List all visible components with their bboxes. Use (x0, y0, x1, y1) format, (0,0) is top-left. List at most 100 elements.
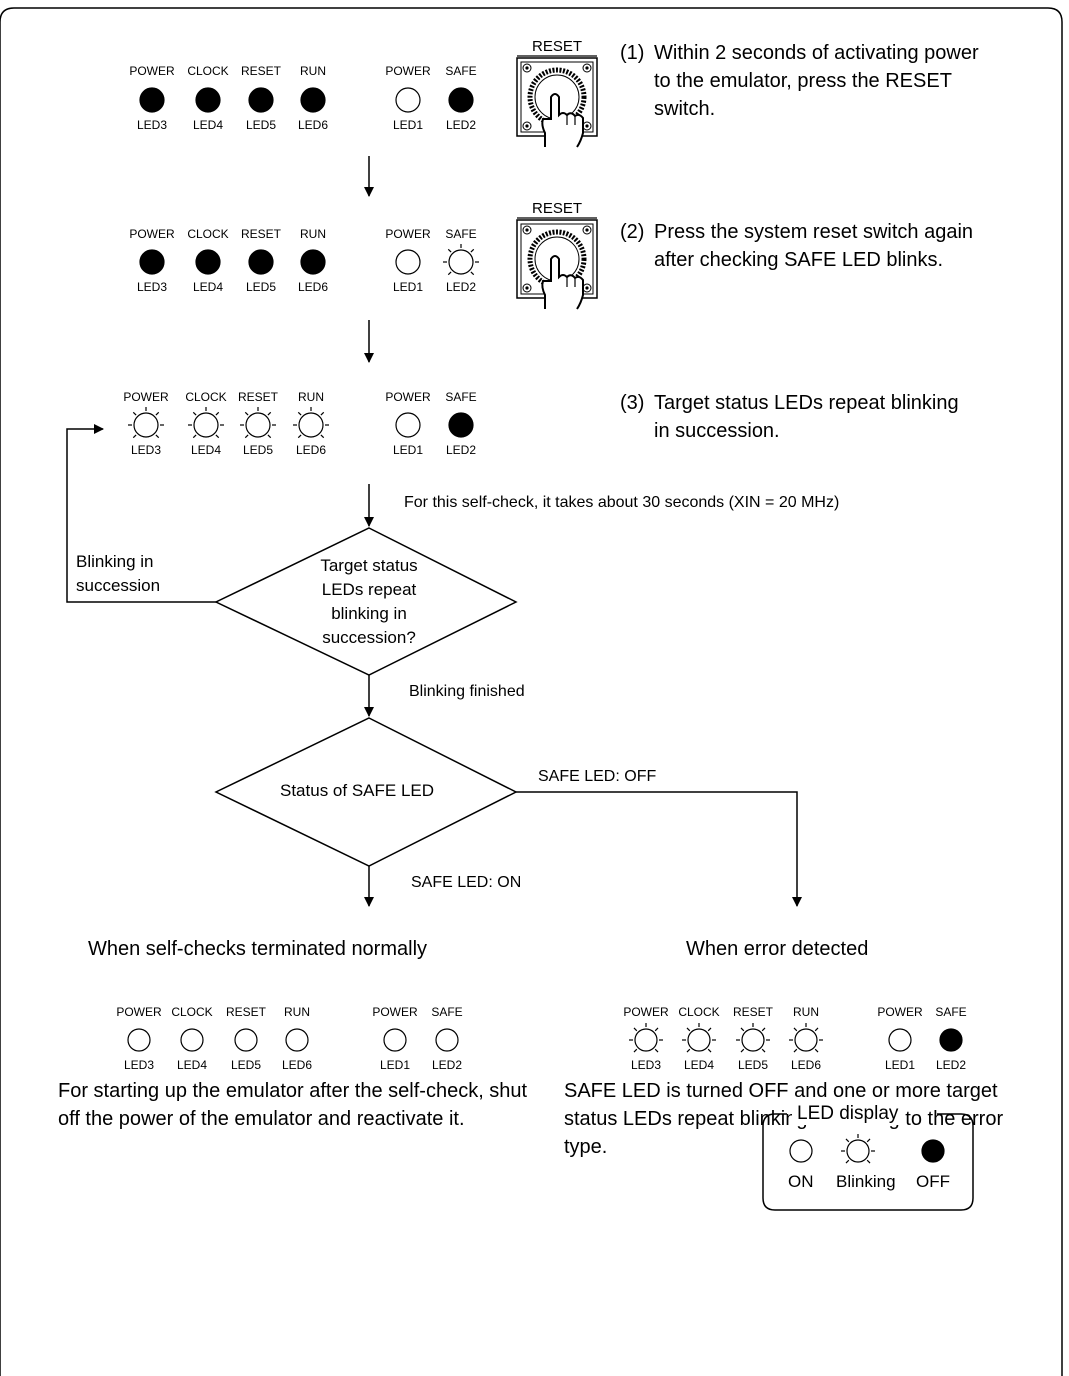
led-on-icon (395, 412, 421, 438)
decision-1-text: Target status LEDs repeat blinking in su… (320, 556, 418, 647)
led-id-label: LED1 (393, 280, 423, 294)
led-id-label: LED5 (243, 443, 273, 457)
led-row-error: POWERLED3CLOCKLED4RESETLED5RUNLED6POWERL… (623, 1005, 966, 1072)
led-on-icon (888, 1028, 912, 1052)
led-on-icon (180, 1028, 204, 1052)
led-name-label: RUN (793, 1005, 819, 1019)
led-off-icon (300, 249, 326, 275)
led-id-label: LED6 (298, 280, 328, 294)
led-blinking-icon (629, 1023, 663, 1053)
led-off-icon (448, 412, 474, 438)
safe-led-on-label: SAFE LED: ON (411, 874, 522, 891)
reset-switch-label: RESET (532, 200, 582, 217)
legend-title: LED display (792, 1103, 904, 1125)
led-on-icon (285, 1028, 309, 1052)
led-row-normal: POWERLED3CLOCKLED4RESETLED5RUNLED6POWERL… (116, 1005, 462, 1072)
led-id-label: LED3 (131, 443, 161, 457)
led-row-step2: POWER LED3 CLOCK LED4 RESET LED5 RUN LED6 POWER L… (129, 227, 479, 294)
led-name-label: SAFE (445, 227, 476, 241)
error-outcome-title: When error detected (686, 938, 869, 960)
led-id-label: LED5 (738, 1058, 768, 1072)
legend-label-on: ON (788, 1172, 814, 1191)
legend-label-blinking: Blinking (836, 1172, 896, 1191)
led-row-step3: POWERLED3CLOCKLED4RESETLED5RUNLED6POWERL… (123, 390, 476, 457)
led-off-icon (248, 249, 274, 275)
blinking-finished-label: Blinking finished (409, 683, 525, 700)
led-off-icon (248, 87, 274, 113)
led-name-label: POWER (385, 390, 431, 404)
led-blinking-icon (188, 407, 224, 439)
safe-led-off-label: SAFE LED: OFF (538, 768, 657, 785)
safe-off-arrow (516, 791, 802, 907)
led-name-label: CLOCK (187, 64, 228, 78)
led-id-label: LED1 (380, 1058, 410, 1072)
led-id-label: LED4 (193, 118, 223, 132)
step-2-line-2: after checking SAFE LED blinks. (654, 249, 944, 271)
led-blinking-icon (128, 407, 164, 439)
led-off-icon (195, 87, 221, 113)
led-name-label: POWER (372, 1005, 418, 1019)
legend-off-icon (921, 1139, 945, 1163)
led-name-label: POWER (385, 64, 431, 78)
step-3-line-2: in succession. (654, 420, 780, 442)
led-on-icon (435, 1028, 459, 1052)
led-off-icon (300, 87, 326, 113)
led-id-label: LED2 (936, 1058, 966, 1072)
decision-diamond-safe-led (214, 717, 518, 867)
led-name-label: POWER (623, 1005, 669, 1019)
step-1-number: (1) (620, 42, 645, 64)
led-name-label: SAFE (445, 64, 476, 78)
led-name-label: RUN (300, 64, 326, 78)
led-off-icon (139, 87, 165, 113)
legend-label-off: OFF (916, 1172, 950, 1191)
self-check-duration-note: For this self-check, it takes about 30 s… (404, 494, 840, 511)
led-name-label: POWER (385, 227, 431, 241)
led-name-label: SAFE (445, 390, 476, 404)
step-3-number: (3) (620, 392, 645, 414)
led-id-label: LED1 (885, 1058, 915, 1072)
led-id-label: LED2 (446, 280, 476, 294)
led-id-label: LED5 (231, 1058, 261, 1072)
led-blinking-icon (789, 1023, 823, 1053)
led-id-label: LED6 (282, 1058, 312, 1072)
led-id-label: LED5 (246, 118, 276, 132)
led-id-label: LED3 (137, 280, 167, 294)
led-name-label: RUN (300, 227, 326, 241)
led-name-label: RESET (238, 390, 279, 404)
led-id-label: LED6 (791, 1058, 821, 1072)
led-name-label: POWER (123, 390, 169, 404)
reset-switch-icon: RESET (516, 200, 598, 310)
legend-icons (789, 1134, 945, 1164)
step-1-line-1: Within 2 seconds of activating power (654, 42, 979, 64)
led-name-label: POWER (116, 1005, 162, 1019)
reset-switch-icon: RESET (516, 38, 598, 148)
legend-blinking-icon (841, 1134, 875, 1164)
led-name-label: RESET (241, 227, 282, 241)
led-name-label: POWER (877, 1005, 923, 1019)
led-off-icon (448, 87, 474, 113)
normal-outcome-text: For starting up the emulator after the s… (58, 1080, 528, 1130)
led-name-label: RESET (241, 64, 282, 78)
decision-2-text: Status of SAFE LED (280, 781, 435, 800)
step-2-line-1: Press the system reset switch again (654, 221, 974, 243)
led-id-label: LED6 (296, 443, 326, 457)
led-id-label: LED1 (393, 118, 423, 132)
led-blinking-icon (240, 407, 276, 439)
led-name-label: POWER (129, 64, 175, 78)
reset-switch-label: RESET (532, 38, 582, 55)
led-name-label: POWER (129, 227, 175, 241)
led-name-label: CLOCK (185, 390, 226, 404)
led-name-label: CLOCK (678, 1005, 719, 1019)
led-id-label: LED2 (446, 443, 476, 457)
led-blinking-icon (443, 244, 479, 276)
led-blinking-icon (293, 407, 329, 439)
legend-on-icon (789, 1139, 813, 1163)
led-name-label: CLOCK (187, 227, 228, 241)
led-id-label: LED6 (298, 118, 328, 132)
led-id-label: LED4 (193, 280, 223, 294)
led-off-icon (139, 249, 165, 275)
led-id-label: LED4 (191, 443, 221, 457)
led-name-label: SAFE (431, 1005, 462, 1019)
led-id-label: LED5 (246, 280, 276, 294)
